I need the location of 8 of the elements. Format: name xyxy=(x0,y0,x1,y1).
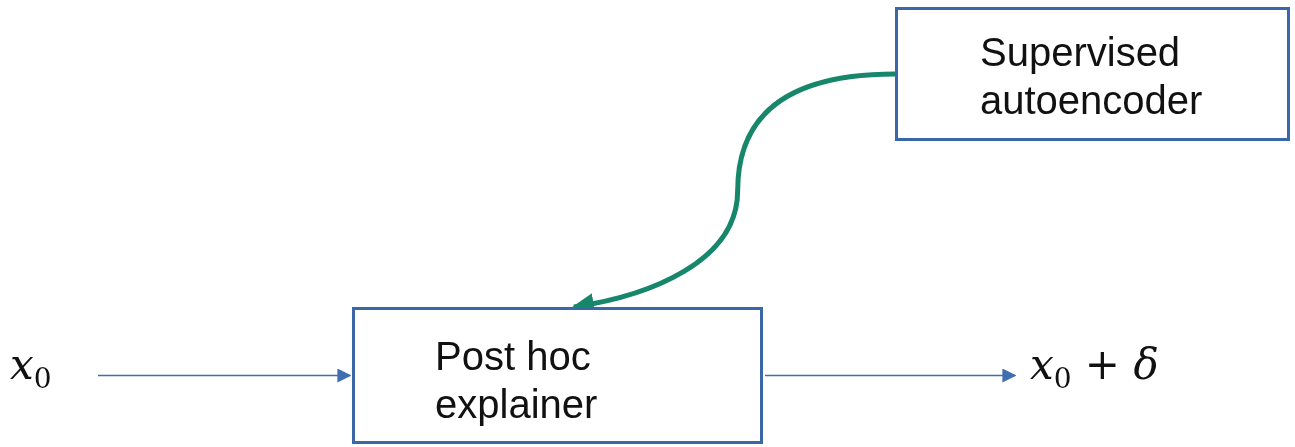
process-box xyxy=(895,7,1290,141)
math-expression: x$_{0}$ xyxy=(10,340,52,396)
math-expression: x$_{0}$ + δ xyxy=(1030,340,1159,396)
box-label: Post hoc explainer xyxy=(435,333,599,428)
arrow xyxy=(764,368,1017,383)
arrow xyxy=(97,368,352,383)
process-box xyxy=(352,307,763,444)
box-label: Supervised autoencoder xyxy=(980,29,1204,124)
